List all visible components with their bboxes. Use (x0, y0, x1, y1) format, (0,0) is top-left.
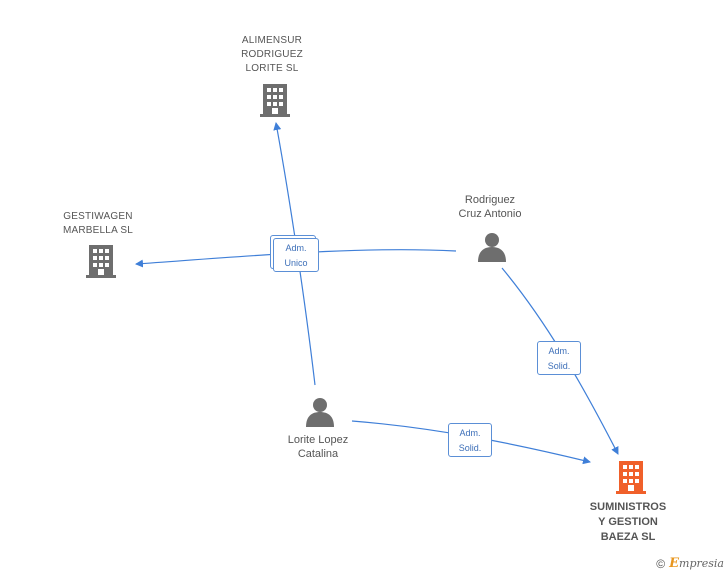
company-icon[interactable] (616, 461, 646, 494)
copyright-symbol: © (656, 556, 666, 571)
node-label-rodriguez[interactable]: Rodriguez Cruz Antonio (458, 194, 522, 220)
node-label-alimensur[interactable]: ALIMENSUR RODRIGUEZ LORITE SL (241, 35, 303, 74)
node-label-gestiwagen[interactable]: GESTIWAGEN MARBELLA SL (62, 211, 133, 236)
relation-badge-adm-solid-rodriguez: Adm. Solid. (537, 341, 581, 375)
relation-badge-adm-unico: Adm. Unico (273, 238, 319, 272)
node-label-suministros[interactable]: SUMINISTROS Y GESTION BAEZA SL (589, 501, 667, 543)
person-icon[interactable] (478, 233, 506, 262)
company-icon[interactable] (260, 84, 290, 117)
footer-branding: © Empresia (656, 556, 724, 571)
relation-badge-adm-solid-lorite: Adm. Solid. (448, 423, 492, 457)
node-label-lorite[interactable]: Lorite Lopez Catalina (287, 434, 349, 460)
brand-initial: E (669, 556, 680, 571)
company-icon[interactable] (86, 245, 116, 278)
brand-rest: mpresia (679, 557, 724, 570)
person-icon[interactable] (306, 398, 334, 427)
brand-logo[interactable]: Empresia (669, 556, 724, 571)
